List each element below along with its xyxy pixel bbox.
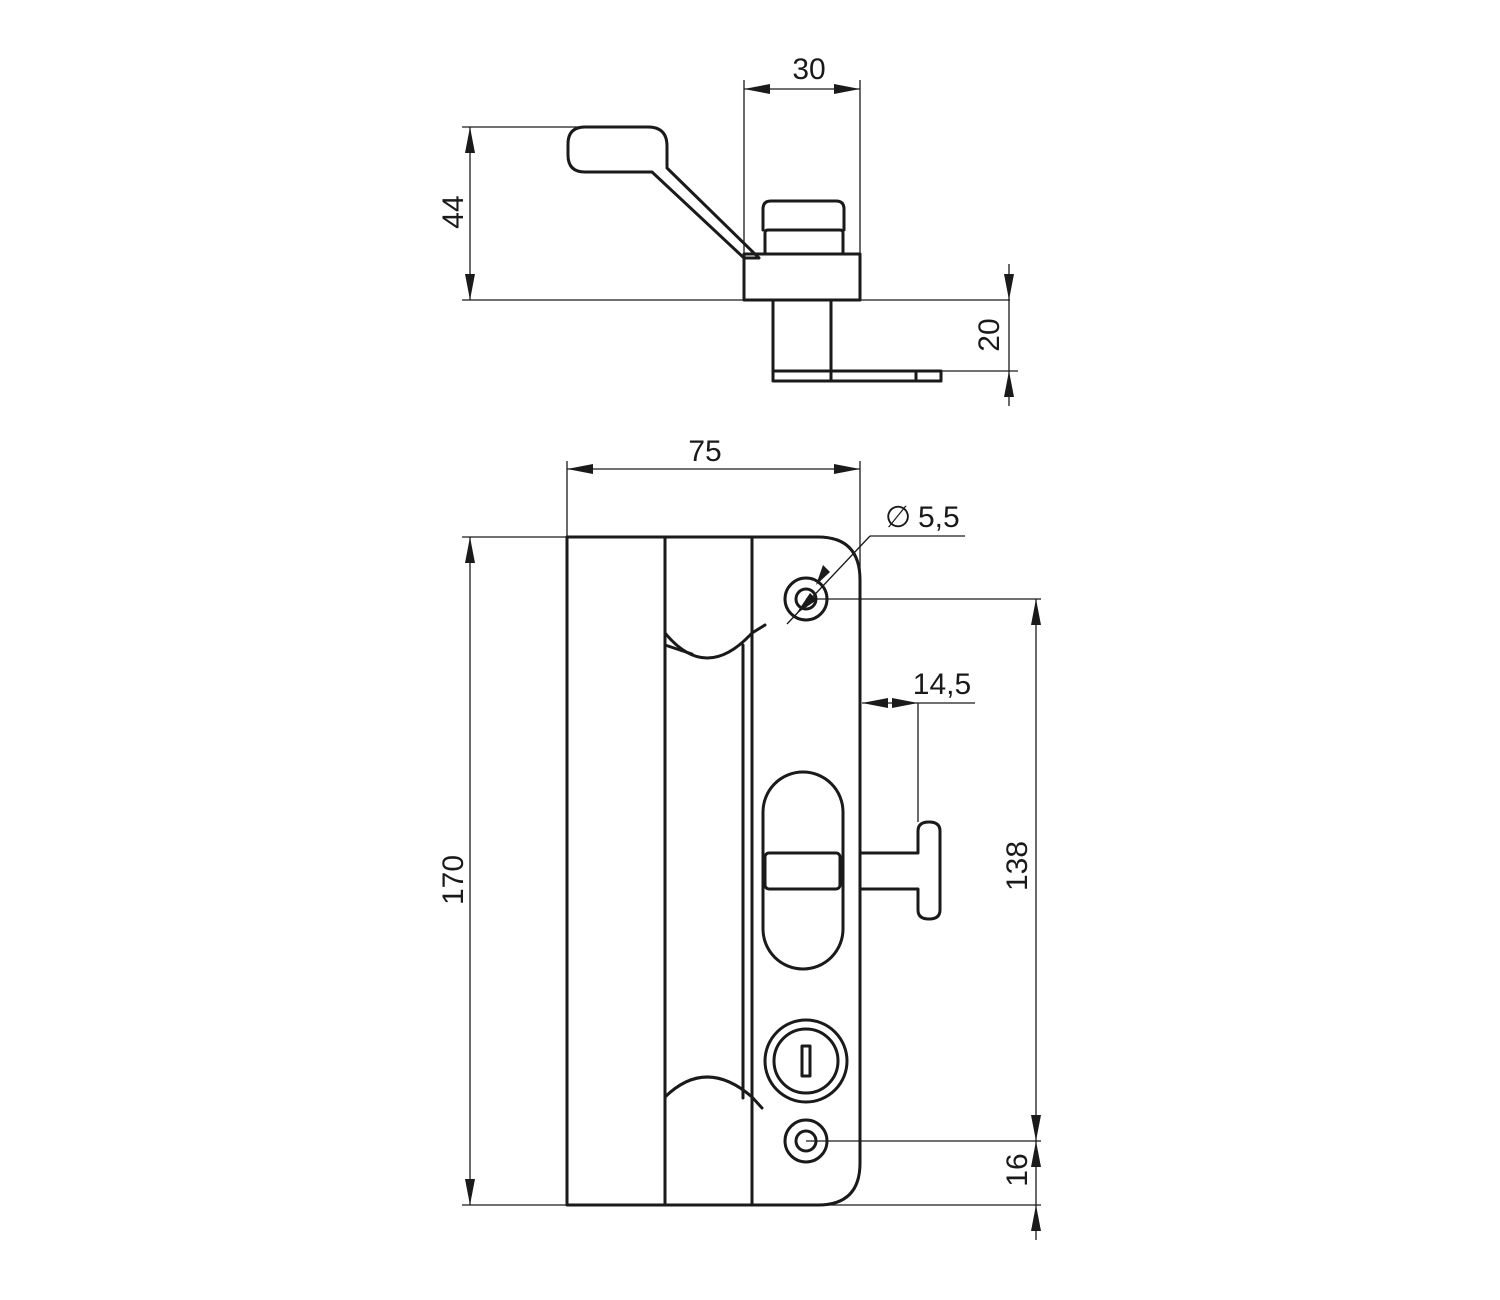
- dim-side-height: 44: [437, 195, 470, 228]
- arrow-head: [1031, 599, 1041, 625]
- side-shaft: [771, 298, 833, 373]
- grip-upper-recess-tail: [750, 623, 767, 635]
- arrow-head: [567, 464, 593, 474]
- side-lever-grip: [566, 125, 761, 260]
- arrow-head: [834, 84, 860, 94]
- arrow-head: [816, 565, 830, 585]
- side-view: [566, 125, 943, 383]
- grip-upper-recess: [663, 631, 754, 660]
- grip-lower-recess-tail: [750, 1095, 764, 1110]
- front-body: [565, 535, 862, 1207]
- arrow-head: [465, 1179, 475, 1205]
- arrow-head: [862, 698, 888, 708]
- lock-cylinder: [763, 1018, 849, 1104]
- front-view: [565, 535, 942, 1207]
- dim-handle-offset: 14,5: [913, 668, 971, 701]
- dim-front-width: 75: [688, 435, 721, 468]
- dim-front-height: 170: [437, 855, 470, 905]
- dim-hole-spacing: 138: [1001, 841, 1034, 891]
- arrow-head: [465, 274, 475, 300]
- side-dimensions: 30 44 20: [437, 53, 1018, 406]
- side-knob: [763, 228, 845, 256]
- side-cam-plate: [771, 369, 943, 383]
- dim-side-width: 30: [792, 53, 825, 86]
- slider-button: [763, 851, 842, 891]
- front-dimensions: 75 170 ∅ 5,5 14,5 138 16: [437, 435, 1041, 1240]
- arrow-head: [744, 84, 770, 94]
- arrow-head: [834, 464, 860, 474]
- lock-cylinder-inner: [772, 1027, 840, 1095]
- dim-hole-diameter: 5,5: [918, 501, 960, 534]
- side-knob-top: [761, 199, 846, 232]
- arrow-head: [465, 127, 475, 153]
- side-base-block: [742, 252, 862, 302]
- arrow-head: [796, 593, 817, 614]
- diameter-symbol: ∅: [885, 501, 911, 534]
- arrow-head: [1031, 1115, 1041, 1141]
- arrow-head: [1031, 1205, 1041, 1231]
- latch-tab: [858, 820, 942, 921]
- grip-upper-recess-inner: [663, 643, 694, 656]
- arrow-head: [1031, 1141, 1041, 1167]
- dim-bottom-offset: 16: [1001, 1153, 1034, 1186]
- dim-side-projection: 20: [973, 318, 1006, 351]
- arrow-head: [1004, 371, 1014, 397]
- grip-lower-recess: [663, 1075, 754, 1099]
- arrow-head: [1004, 274, 1014, 300]
- key-slot: [800, 1044, 812, 1078]
- arrow-head: [465, 537, 475, 563]
- arrow-head: [892, 698, 918, 708]
- slider-slot: [761, 770, 845, 971]
